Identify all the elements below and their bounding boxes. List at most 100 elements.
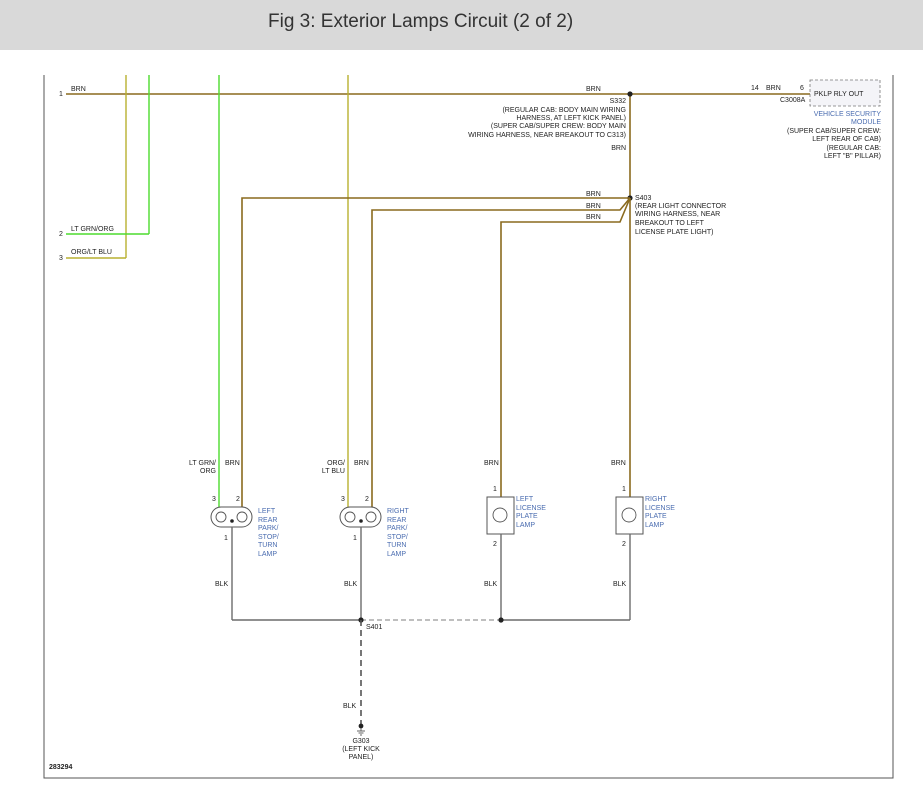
left-rear-name-5: TURN	[258, 542, 277, 549]
left-rear-wire-b: BRN	[225, 460, 240, 467]
wire-1-color: BRN	[71, 86, 86, 93]
wire-3-pin: 3	[59, 255, 63, 262]
splice-s403-note-1: (REAR LIGHT CONNECTOR	[635, 203, 726, 210]
ground-location-2: PANEL)	[349, 754, 374, 761]
page-header: Fig 3: Exterior Lamps Circuit (2 of 2)	[0, 0, 923, 50]
right-license-lamp: BRN 1 2 RIGHT LICENSE PLATE LAMP BLK	[611, 460, 675, 588]
wire-2-pin: 2	[59, 231, 63, 238]
right-license-name-3: PLATE	[645, 513, 667, 520]
left-license-lamp: BRN 1 2 LEFT LICENSE PLATE LAMP BLK	[484, 460, 546, 588]
splice-s332-note-4: WIRING HARNESS, NEAR BREAKOUT TO C313)	[468, 132, 626, 139]
left-rear-pin-gnd: 1	[224, 535, 228, 542]
right-rear-name-3: PARK/	[387, 525, 408, 532]
splice-s332-dot	[627, 91, 633, 97]
splice-s401-id: S401	[366, 624, 382, 631]
module-name-1: VEHICLE SECURITY	[814, 111, 882, 118]
module-location-1: (SUPER CAB/SUPER CREW:	[787, 128, 881, 135]
left-license-bulb	[492, 507, 508, 523]
wire-3-color: ORG/LT BLU	[71, 249, 112, 256]
splice-s332-note-2: HARNESS, AT LEFT KICK PANEL)	[516, 115, 626, 122]
right-license-name-1: RIGHT	[645, 496, 668, 503]
right-rear-filament-b	[365, 511, 377, 523]
right-rear-wire-b: BRN	[354, 460, 369, 467]
left-rear-common-dot	[230, 519, 234, 523]
left-rear-wire-a-1: LT GRN/	[189, 460, 216, 467]
left-license-wire: BRN	[484, 460, 499, 467]
left-rear-pin-b: 2	[236, 496, 240, 503]
left-rear-name-6: LAMP	[258, 551, 277, 558]
wire-module-brn: BRN	[766, 85, 781, 92]
wire-module-pin: 14	[751, 85, 759, 92]
diagram-frame	[43, 75, 894, 779]
module-pin: 6	[800, 85, 804, 92]
splice-s332-note-3: (SUPER CAB/SUPER CREW: BODY MAIN	[491, 123, 626, 130]
left-license-gnd-label: BLK	[484, 581, 498, 588]
left-license-lamp-body	[486, 496, 515, 535]
right-license-bulb	[621, 507, 637, 523]
right-rear-name-4: STOP/	[387, 534, 408, 541]
right-rear-pin-gnd: 1	[353, 535, 357, 542]
left-rear-name-3: PARK/	[258, 525, 279, 532]
wire-2-color: LT GRN/ORG	[71, 226, 114, 233]
right-rear-pin-a: 3	[341, 496, 345, 503]
right-rear-wire-a-1: ORG/	[327, 460, 345, 467]
wire-s332-down-label: BRN	[611, 145, 626, 152]
left-rear-lamp: LT GRN/ ORG BRN 3 2 1 LEFT REAR PARK/ ST…	[189, 460, 279, 588]
right-rear-name-5: TURN	[387, 542, 406, 549]
ground-location-1: (LEFT KICK	[342, 746, 380, 753]
wire-brn-right-rear	[371, 197, 631, 507]
left-rear-gnd-label: BLK	[215, 581, 229, 588]
wire-s403-brn-2: BRN	[586, 203, 601, 210]
right-license-name-4: LAMP	[645, 522, 664, 529]
module-location-2: LEFT REAR OF CAB)	[812, 136, 881, 143]
wire-s403-brn-3: BRN	[586, 214, 601, 221]
wire-brn-left-rear	[241, 197, 630, 507]
left-rear-pin-a: 3	[212, 496, 216, 503]
right-rear-gnd-label: BLK	[344, 581, 358, 588]
left-rear-wire-a-2: ORG	[200, 468, 216, 475]
left-rear-filament-a	[215, 511, 227, 523]
module-name-2: MODULE	[851, 119, 881, 126]
left-license-pin-bot: 2	[493, 541, 497, 548]
right-rear-lamp: ORG/ LT BLU BRN 3 2 1 RIGHT REAR PARK/ S…	[322, 460, 410, 588]
left-rear-name-1: LEFT	[258, 508, 276, 515]
right-license-gnd-label: BLK	[613, 581, 627, 588]
wire-s403-brn-1: BRN	[586, 191, 601, 198]
right-rear-common-dot	[359, 519, 363, 523]
ground-eyelet	[358, 723, 364, 729]
splice-s403-note-2: WIRING HARNESS, NEAR	[635, 211, 720, 218]
module-location-3: (REGULAR CAB:	[827, 145, 882, 152]
splice-s332-id: S332	[610, 98, 626, 105]
right-license-name-2: LICENSE	[645, 505, 675, 512]
junction-license-dot	[498, 617, 504, 623]
right-rear-lamp-body	[339, 506, 382, 528]
left-license-name-3: PLATE	[516, 513, 538, 520]
right-rear-wire-a-2: LT BLU	[322, 468, 345, 475]
wire-1-pin: 1	[59, 91, 63, 98]
left-license-name-1: LEFT	[516, 496, 534, 503]
left-license-name-4: LAMP	[516, 522, 535, 529]
right-license-pin-top: 1	[622, 486, 626, 493]
splice-s403-id: S403	[635, 195, 651, 202]
ground-id: G303	[352, 738, 369, 745]
right-rear-name-1: RIGHT	[387, 508, 410, 515]
right-license-wire: BRN	[611, 460, 626, 467]
ground-wire-label: BLK	[343, 703, 357, 710]
right-rear-pin-b: 2	[365, 496, 369, 503]
ground-symbol-icon	[357, 728, 365, 736]
module-location-4: LEFT "B" PILLAR)	[824, 153, 881, 160]
left-rear-name-2: REAR	[258, 517, 277, 524]
left-rear-lamp-body	[210, 506, 253, 528]
page-title: Fig 3: Exterior Lamps Circuit (2 of 2)	[268, 11, 574, 32]
left-rear-name-4: STOP/	[258, 534, 279, 541]
right-rear-name-6: LAMP	[387, 551, 406, 558]
vehicle-security-module	[809, 79, 881, 107]
left-license-pin-top: 1	[493, 486, 497, 493]
right-license-lamp-body	[615, 496, 644, 535]
splice-s332-note-1: (REGULAR CAB: BODY MAIN WIRING	[502, 107, 626, 114]
right-license-pin-bot: 2	[622, 541, 626, 548]
left-license-name-2: LICENSE	[516, 505, 546, 512]
right-rear-filament-a	[344, 511, 356, 523]
wire-brn-left-license	[500, 197, 631, 497]
